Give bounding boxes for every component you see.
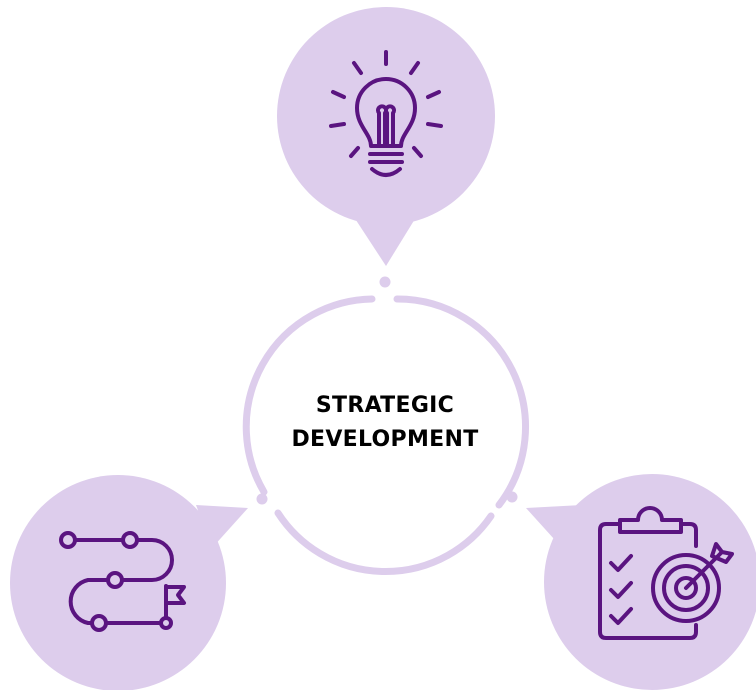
connector-dot-left (256, 493, 268, 505)
connector-dot-right (506, 491, 518, 503)
lightbulb-icon (329, 50, 443, 177)
roadmap-path-icon (59, 531, 186, 632)
center-ring-arc-bottom (274, 509, 495, 575)
node-bottom-left-circle (10, 475, 226, 690)
clipboard-target-icon (598, 506, 734, 640)
node-bottom-right (526, 474, 756, 690)
center-title-line2: DEVELOPMENT (291, 427, 478, 452)
center-ring-arc-left (242, 295, 376, 496)
center-ring (242, 295, 530, 575)
node-top-bubble (352, 214, 418, 266)
center-ring-arc-right (393, 295, 530, 509)
node-bottom-right-circle (544, 474, 756, 690)
node-top (277, 7, 495, 266)
connector-dot-top (379, 276, 391, 288)
center-title-line1: STRATEGIC (316, 393, 454, 418)
node-bottom-left (10, 475, 248, 690)
